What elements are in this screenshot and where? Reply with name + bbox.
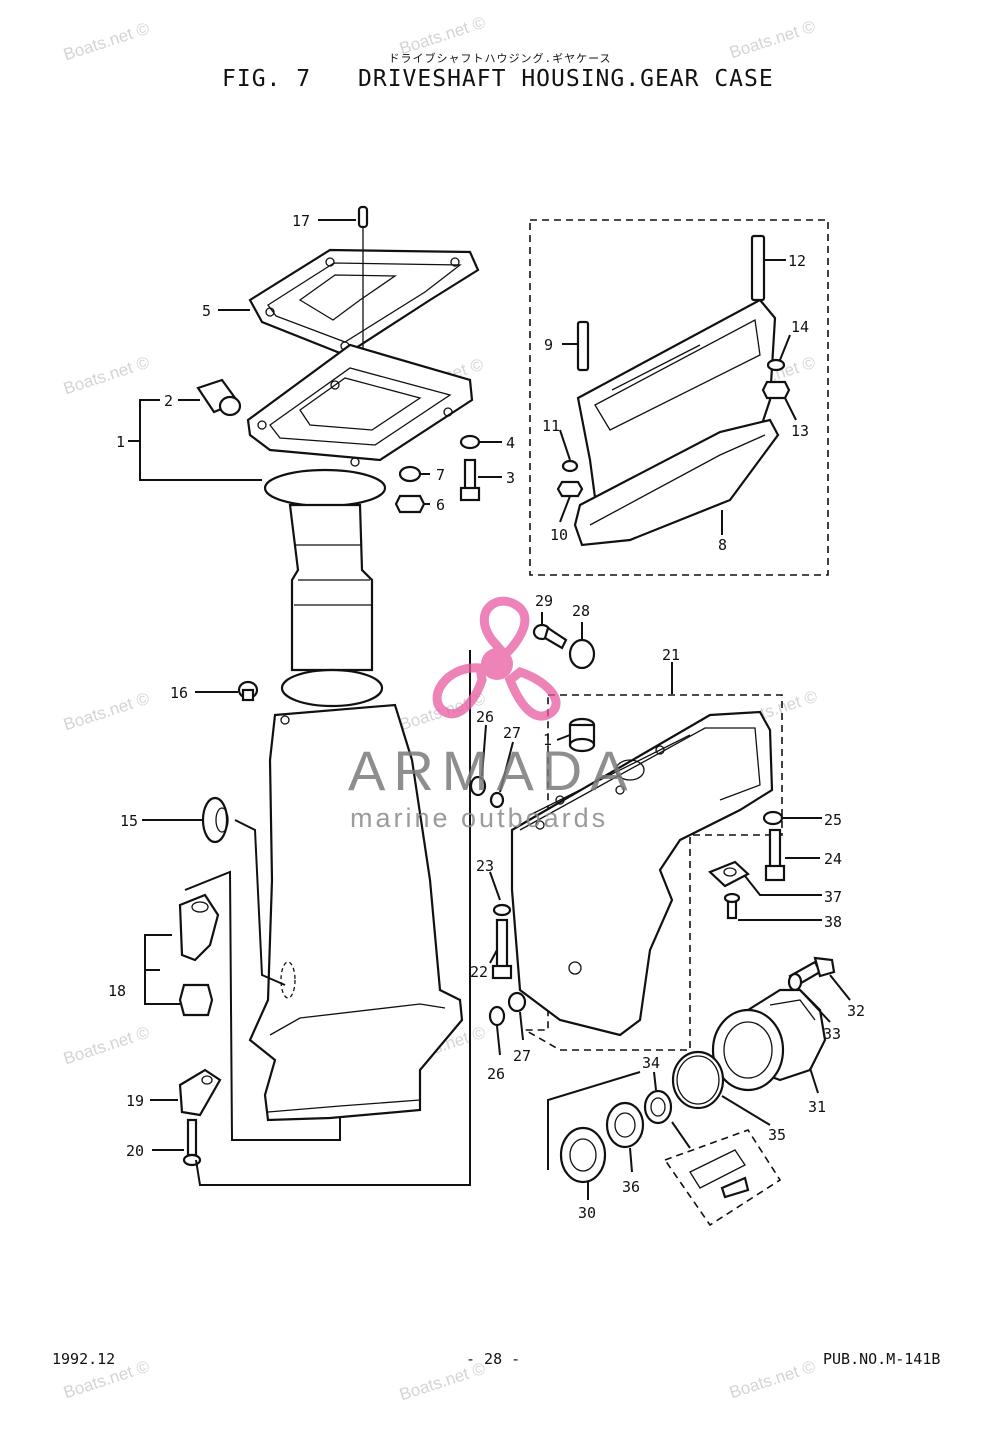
callout-label: 13 xyxy=(791,422,809,440)
japanese-title: ドライブシャフトハウジング.ギヤケース xyxy=(388,52,612,65)
callout-label: 26 xyxy=(476,708,494,726)
grommet-part xyxy=(201,796,229,844)
callout-label: 7 xyxy=(436,466,445,484)
callout-label: 32 xyxy=(847,1002,865,1020)
stud-part xyxy=(576,320,590,372)
callout-label: 15 xyxy=(120,812,138,830)
logo-tagline: marine outboards xyxy=(350,803,609,833)
bearing-part xyxy=(605,1101,645,1149)
washer-part xyxy=(766,358,786,372)
callout-label: 24 xyxy=(824,850,842,868)
shift-bracket-part xyxy=(178,893,220,1017)
screw-part xyxy=(723,892,741,920)
bearing-housing-part xyxy=(711,988,827,1092)
driveshaft-housing-body xyxy=(248,468,464,1122)
callout-label: 33 xyxy=(823,1025,841,1043)
callout-label: 35 xyxy=(768,1126,786,1144)
dowel-pin-part xyxy=(357,205,369,229)
stud-part xyxy=(750,234,766,302)
callout-label: 12 xyxy=(788,252,806,270)
sleeve-part xyxy=(568,717,596,753)
washer-part xyxy=(459,434,481,450)
washer-part xyxy=(507,991,527,1013)
bolt-part xyxy=(764,828,786,882)
callout-numbers: 17 5 2 1 4 3 7 6 12 9 14 13 11 10 8 16 1… xyxy=(108,212,865,1222)
oil-seal-part xyxy=(643,1089,673,1125)
anode-part xyxy=(707,860,750,888)
callout-label: 34 xyxy=(642,1054,660,1072)
footer-page-number: - 28 - xyxy=(466,1350,521,1368)
washer-part xyxy=(762,810,784,826)
callout-label: 11 xyxy=(542,417,560,435)
nut-part xyxy=(761,380,791,400)
nut-part xyxy=(394,494,426,514)
driveshaft-housing-flange xyxy=(246,343,474,467)
callout-label: 19 xyxy=(126,1092,144,1110)
shaft-box xyxy=(663,1129,782,1227)
callout-label: 27 xyxy=(503,724,521,742)
callout-label: 25 xyxy=(824,811,842,829)
callout-label: 38 xyxy=(824,913,842,931)
callout-label: 27 xyxy=(513,1047,531,1065)
callout-label: 30 xyxy=(578,1204,596,1222)
callout-label: 10 xyxy=(550,526,568,544)
footer-publication-number: PUB.NO.M-141B xyxy=(823,1350,941,1368)
nut-part xyxy=(568,638,596,670)
washer-part xyxy=(489,791,505,809)
logo-wordmark: ARMADA xyxy=(348,739,636,802)
figure-name: DRIVESHAFT HOUSING.GEAR CASE xyxy=(358,66,774,92)
callout-label: 23 xyxy=(476,857,494,875)
callout-label: 16 xyxy=(170,684,188,702)
plug-part xyxy=(237,680,259,702)
callout-label: 14 xyxy=(791,318,809,336)
callout-label: 29 xyxy=(535,592,553,610)
o-ring-part xyxy=(671,1050,725,1110)
callout-label: 9 xyxy=(544,336,553,354)
leader-lines xyxy=(128,219,851,1200)
bearing-part xyxy=(559,1126,607,1184)
callout-label: 4 xyxy=(506,434,515,452)
gear-case-part xyxy=(510,710,774,1037)
callout-label: 26 xyxy=(487,1065,505,1083)
gasket-part xyxy=(248,248,480,357)
nut-part xyxy=(556,480,584,498)
callout-label: 20 xyxy=(126,1142,144,1160)
callout-label: 6 xyxy=(436,496,445,514)
propeller-logo-icon xyxy=(432,596,561,721)
callout-label: 31 xyxy=(808,1098,826,1116)
figure-title: FIG. 7 DRIVESHAFT HOUSING.GEAR CASE xyxy=(222,66,774,92)
callout-label: 28 xyxy=(572,602,590,620)
callout-label: 17 xyxy=(292,212,310,230)
exhaust-guide-part xyxy=(573,298,780,547)
callout-label: 1 xyxy=(116,433,125,451)
washer-part xyxy=(488,1005,506,1027)
bolt-part xyxy=(532,623,568,650)
exhaust-group-box xyxy=(529,219,829,576)
collar-part xyxy=(196,378,242,417)
figure-number: FIG. 7 xyxy=(222,66,312,92)
callout-label: 8 xyxy=(718,536,727,554)
washer-part xyxy=(787,972,803,992)
callout-label: 37 xyxy=(824,888,842,906)
washer-part xyxy=(561,459,579,473)
callout-label: 1 xyxy=(543,731,552,749)
callout-label: 5 xyxy=(202,302,211,320)
bolt-part xyxy=(491,918,513,980)
callout-label: 22 xyxy=(470,963,488,981)
callout-label: 18 xyxy=(108,982,126,1000)
washer-part xyxy=(398,465,422,483)
callout-label: 3 xyxy=(506,469,515,487)
screw-part xyxy=(182,1118,202,1167)
bolt-part xyxy=(459,458,481,502)
gear-case-box xyxy=(521,694,783,1051)
washer-part xyxy=(492,903,512,917)
callout-label: 36 xyxy=(622,1178,640,1196)
callout-label: 21 xyxy=(662,646,680,664)
footer-date: 1992.12 xyxy=(52,1350,116,1368)
plate-part xyxy=(178,1068,222,1117)
callout-label: 2 xyxy=(164,392,173,410)
